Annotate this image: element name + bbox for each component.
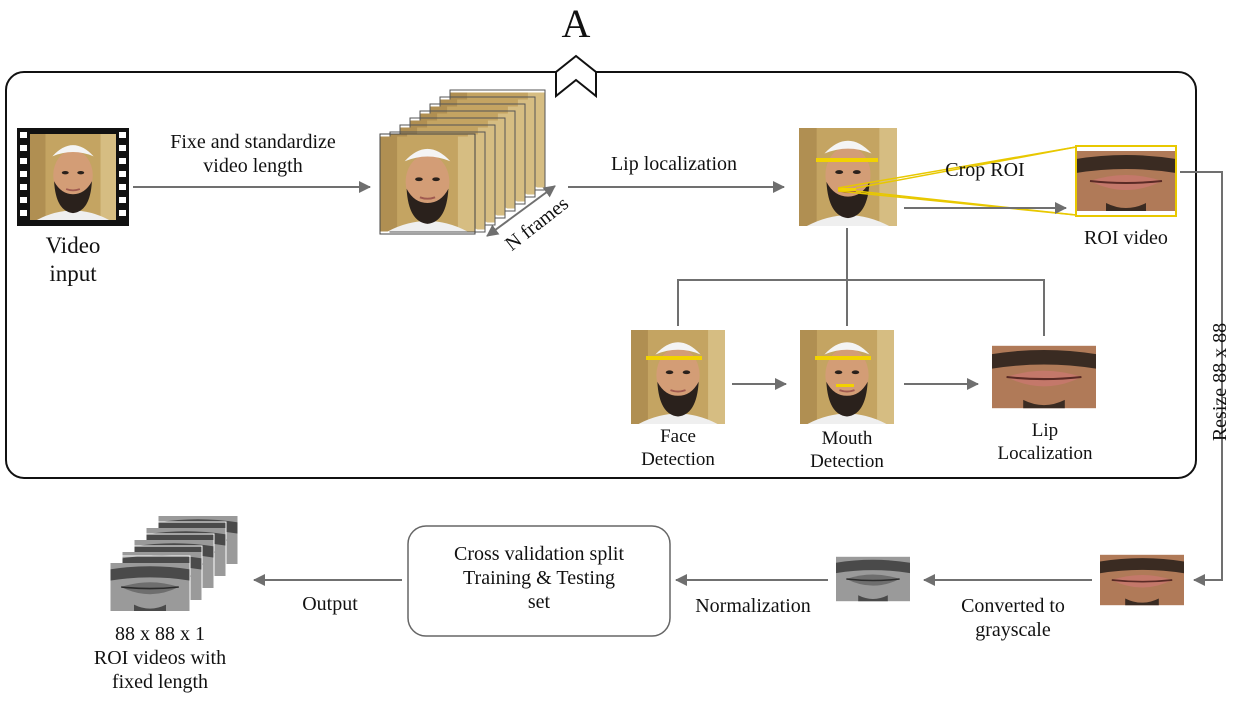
video-input-line1: Video: [45, 233, 101, 258]
marker-a-label: A: [561, 1, 591, 46]
grayscale-lip-thumbnail: [836, 555, 910, 603]
face-detection-line1: Face: [660, 426, 696, 447]
converted-line1: Converted to: [961, 595, 1065, 617]
face-detection-label: Face Detection: [620, 426, 736, 472]
arrow-n-frames: [486, 185, 556, 237]
lip-localization-face: [798, 128, 898, 226]
arrow-resize: [1180, 171, 1223, 586]
cross-validation-line1: Cross validation split: [454, 543, 624, 565]
crop-roi-lines: [837, 146, 1077, 216]
mouth-detection-label: Mouth Detection: [788, 428, 906, 474]
output-stack: [109, 509, 239, 619]
face-detection-line2: Detection: [641, 448, 715, 470]
crop-roi-label: Crop ROI: [945, 159, 1025, 181]
lip-localization-sub-label: Lip Localization: [978, 420, 1112, 466]
cross-validation-line2: Training & Testing: [463, 567, 615, 589]
stage-a-container: [5, 71, 1197, 479]
lip-localization-sub-line2: Localization: [997, 442, 1093, 464]
converted-color-lip-thumbnail: [1100, 553, 1184, 607]
fix-step-line1: Fixe and standardize: [170, 131, 336, 153]
output-desc-line3: fixed length: [111, 671, 209, 693]
cross-validation-line3: set: [527, 591, 551, 613]
normalization-label: Normalization: [695, 595, 811, 617]
video-input-label: Video input: [18, 232, 128, 287]
cross-validation-label: Cross validation split Training & Testin…: [408, 542, 670, 614]
converted-grayscale-label: Converted to grayscale: [940, 594, 1086, 642]
roi-video-label: ROI video: [1084, 227, 1168, 249]
lip-localization-sub-line1: Lip: [1031, 420, 1059, 441]
video-input-filmstrip: [17, 128, 129, 226]
mouth-detection-line2: Detection: [810, 450, 884, 472]
output-label: Output: [302, 593, 358, 615]
lip-localization-label: Lip localization: [610, 153, 738, 175]
roi-video-thumbnail: [1075, 145, 1177, 217]
mouth-detection-line1: Mouth: [821, 428, 873, 449]
fix-step-line2: video length: [203, 155, 303, 177]
face-detection-thumbnail: [630, 330, 726, 424]
converted-line2: grayscale: [975, 619, 1051, 641]
resize-label: Resize 88 x 88: [1209, 322, 1231, 442]
chevron-a-marker: [555, 54, 597, 99]
fix-step-label: Fixe and standardize video length: [140, 130, 366, 178]
output-desc-line2: ROI videos with: [93, 647, 227, 669]
connector-sub-pipeline: [677, 279, 1045, 336]
mouth-detection-thumbnail: [799, 330, 895, 424]
video-input-line2: input: [49, 260, 97, 286]
output-description: 88 x 88 x 1 ROI videos with fixed length: [60, 622, 260, 694]
cross-validation-box: [407, 525, 671, 637]
lip-localization-thumbnail: [992, 344, 1096, 410]
output-desc-line1: 88 x 88 x 1: [115, 623, 205, 645]
